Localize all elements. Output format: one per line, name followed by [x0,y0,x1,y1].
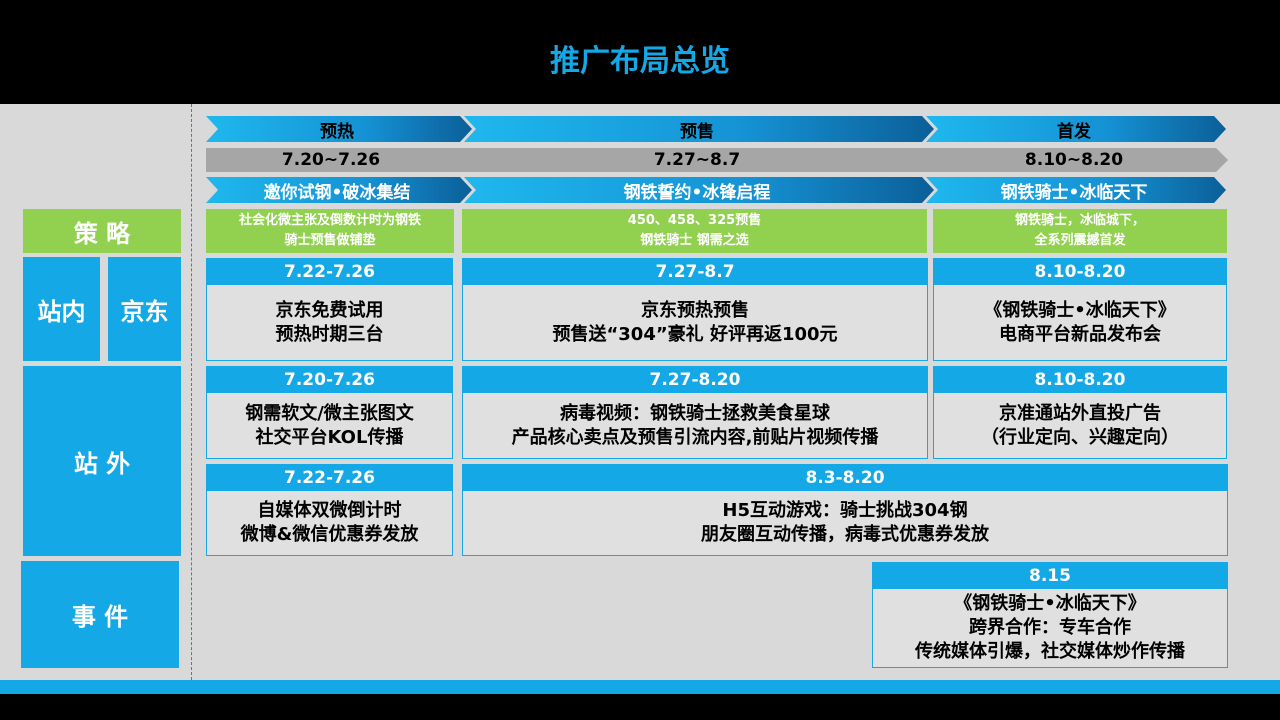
card-date: 8.15 [873,563,1227,589]
strategy-preheat: 社会化微主张及倒数计时为钢铁骑士预售做铺垫 [206,209,454,253]
theme-arrow-1 [206,177,472,203]
phase-label-launch: 首发 [1057,121,1091,142]
dates-bar [206,148,1228,172]
theme-arrow-2 [464,177,934,203]
slide-title: 推广布局总览 [0,0,1280,104]
card-date: 7.22-7.26 [207,259,452,285]
row-label-jd: 京东 [108,257,181,361]
phase-dates-launch: 8.10~8.20 [1024,150,1124,170]
outside-card-selfmedia: 7.22-7.26 自媒体双微倒计时微博&微信优惠券发放 [206,464,453,556]
row-label-outside: 站 外 [23,366,181,556]
divider-line [191,104,192,680]
phase-arrow-1 [206,116,472,142]
card-date: 7.27-8.20 [463,367,927,393]
card-date: 7.22-7.26 [207,465,452,491]
theme-arrow-3 [926,177,1226,203]
strategy-launch: 钢铁骑士，冰临城下，全系列震撼首发 [933,209,1227,253]
outside-card-preheat: 7.20-7.26 钢需软文/微主张图文社交平台KOL传播 [206,366,453,459]
bottom-accent-bar [0,680,1280,694]
outside-card-h5-game: 8.3-8.20 H5互动游戏：骑士挑战304钢朋友圈互动传播，病毒式优惠券发放 [462,464,1228,556]
event-card: 8.15 《钢铁骑士•冰临天下》跨界合作：专车合作传统媒体引爆，社交媒体炒作传播 [872,562,1228,668]
strategy-presale: 450、458、325预售钢铁骑士 钢需之选 [462,209,927,253]
phase-dates-preheat: 7.20~7.26 [281,150,381,170]
phase-dates-presale: 7.27~8.7 [653,150,741,170]
row-label-inside: 站内 [23,257,100,361]
phase-label-preheat: 预热 [320,121,354,142]
outside-card-presale: 7.27-8.20 病毒视频：钢铁骑士拯救美食星球产品核心卖点及预售引流内容,前… [462,366,928,459]
card-date: 8.3-8.20 [463,465,1227,491]
card-date: 7.27-8.7 [463,259,927,285]
jd-card-presale: 7.27-8.7 京东预热预售预售送“304”豪礼 好评再返100元 [462,258,928,361]
jd-card-preheat: 7.22-7.26 京东免费试用预热时期三台 [206,258,453,361]
outside-card-launch: 8.10-8.20 京准通站外直投广告（行业定向、兴趣定向） [933,366,1227,459]
jd-card-launch: 8.10-8.20 《钢铁骑士•冰临天下》电商平台新品发布会 [933,258,1227,361]
phase-arrow-2 [464,116,934,142]
card-date: 7.20-7.26 [207,367,452,393]
card-date: 8.10-8.20 [934,259,1226,285]
phase-arrow-3 [926,116,1226,142]
phase-theme-preheat: 邀你试钢•破冰集结 [263,182,411,203]
row-label-strategy: 策 略 [23,209,181,253]
phase-theme-presale: 钢铁誓约•冰锋启程 [623,182,771,203]
card-date: 8.10-8.20 [934,367,1226,393]
phase-label-presale: 预售 [680,121,714,142]
row-label-event: 事 件 [21,561,179,668]
phase-theme-launch: 钢铁骑士•冰临天下 [1000,182,1148,203]
